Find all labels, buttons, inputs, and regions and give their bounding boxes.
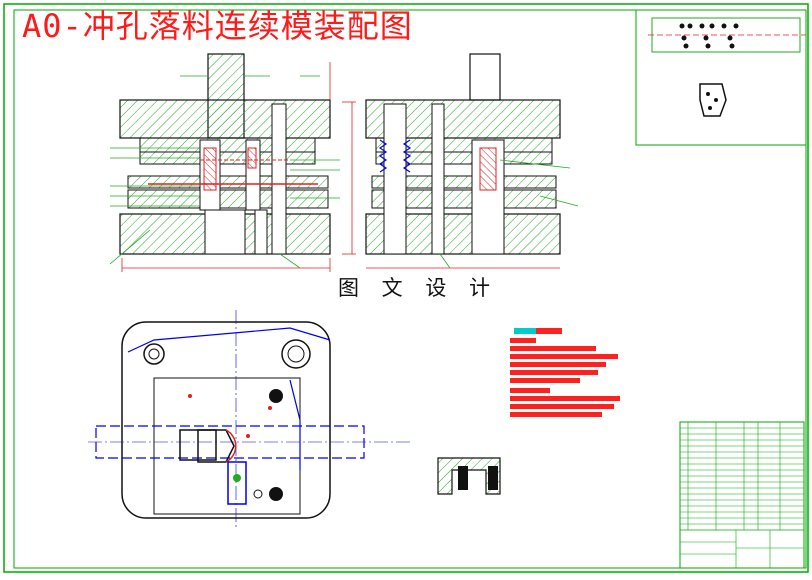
side-section-view: [365, 53, 579, 269]
front-section-view: [109, 53, 356, 272]
technical-requirements: [510, 328, 620, 417]
watermark-caption: 图 文 设 计: [338, 276, 499, 300]
drawing-title: A0-冲孔落料连续模装配图: [22, 7, 413, 45]
plan-view: [88, 310, 410, 530]
strip-layout-panel: [635, 9, 807, 146]
parts-list-table: [679, 421, 805, 569]
drawing-frame: [3, 3, 809, 573]
detail-view: [437, 457, 501, 495]
